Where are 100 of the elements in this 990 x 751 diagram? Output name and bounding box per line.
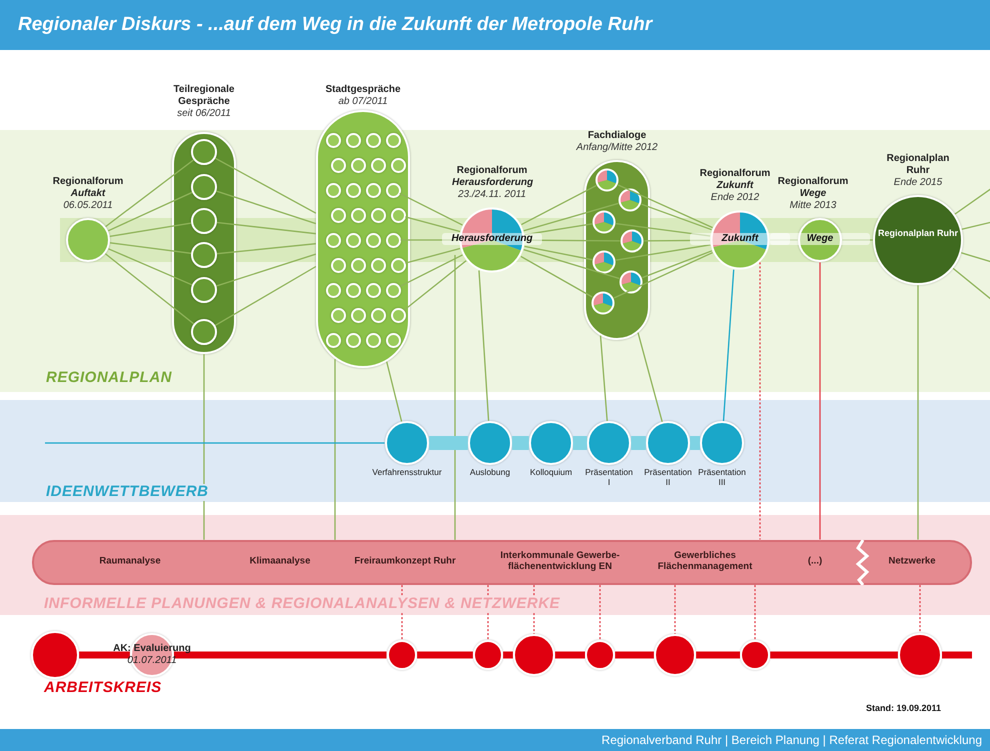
- connector-line: [399, 254, 463, 288]
- connector-line: [203, 354, 205, 540]
- connector-line: [400, 239, 459, 241]
- connector-line: [386, 362, 402, 422]
- connector-line: [454, 255, 456, 540]
- connector-line: [105, 159, 194, 228]
- connector-line: [512, 436, 529, 450]
- connector-line: [696, 652, 740, 658]
- date-label: Mitte 2013: [790, 200, 836, 212]
- band-label: Freiraumkonzept Ruhr: [353, 556, 457, 568]
- connector-line: [524, 202, 619, 232]
- connector-line: [555, 652, 585, 658]
- date-label: ab 07/2011: [338, 96, 388, 108]
- connector-line: [615, 652, 654, 658]
- note: Stand: 19.09.2011: [866, 704, 942, 714]
- connector-line: [405, 216, 460, 232]
- connector-line: [573, 436, 587, 450]
- connector-line: [614, 252, 713, 299]
- connector-line: [399, 192, 463, 226]
- connector-line: [429, 436, 468, 450]
- connector-line: [401, 585, 403, 640]
- connector-line: [174, 652, 386, 658]
- connector-line: [215, 158, 316, 214]
- date-label: Ende 2015: [894, 177, 942, 189]
- connector-line: [674, 585, 676, 634]
- circle-label: Regionalplan Ruhr: [878, 228, 958, 238]
- connector-line: [79, 652, 130, 658]
- connector-line: [215, 266, 316, 326]
- connector-line: [404, 260, 466, 311]
- connector-line: [952, 268, 990, 300]
- connector-line: [842, 239, 873, 241]
- connector-line: [962, 221, 990, 230]
- connector-line: [216, 243, 316, 254]
- connector-line: [631, 436, 646, 450]
- node-label: Präsentation III: [697, 468, 747, 488]
- connector-line: [641, 204, 712, 230]
- connector-line: [487, 585, 489, 640]
- connector-line: [690, 436, 700, 450]
- connector-line: [503, 652, 513, 658]
- connector-line: [954, 187, 990, 215]
- band-label: Netzwerke: [888, 556, 936, 568]
- node-heading: Regionalforum Auftakt: [52, 176, 124, 200]
- connector-line: [216, 190, 316, 224]
- date-label: 01.07.2011: [126, 655, 178, 666]
- lane-title: ARBEITSKREIS: [44, 680, 162, 696]
- node-heading: Regionalforum Herausforderung: [452, 165, 532, 189]
- connector-line: [108, 248, 192, 286]
- node-heading: Fachdialoge: [586, 130, 648, 142]
- connector-line: [919, 585, 921, 633]
- node-label: Präsentation I: [584, 468, 634, 488]
- connector-line: [334, 359, 336, 540]
- connector-line: [942, 652, 972, 658]
- connector-line: [108, 192, 192, 232]
- connector-line: [754, 585, 756, 640]
- connector-line: [405, 248, 460, 264]
- lane-title: INFORMELLE PLANUNGEN & REGIONALANALYSEN & NETZWERKE: [44, 596, 560, 612]
- connector-line: [478, 270, 490, 421]
- node-heading: Regionalplan Ruhr: [886, 153, 950, 177]
- band-label: Klimaanalyse: [248, 556, 312, 568]
- connector-line: [524, 223, 592, 236]
- node-heading: Teilregionale Gespräche: [172, 84, 236, 108]
- node-heading: Stadtgespräche: [324, 84, 402, 96]
- connector-line: [105, 253, 194, 324]
- circle-label: Herausforderung: [442, 233, 542, 244]
- connector-line: [216, 222, 316, 234]
- node-label: Verfahrensstruktur: [371, 468, 443, 478]
- node-label: AK: Evaluierung: [112, 643, 192, 654]
- connector-line: [524, 246, 592, 260]
- band-label: Interkommunale Gewerbe- flächenentwicklung EN: [499, 551, 621, 573]
- connector-line: [917, 285, 919, 540]
- connector-line: [110, 242, 192, 254]
- connector-line: [521, 185, 596, 226]
- connector-line: [533, 585, 535, 634]
- date-label: 06.05.2011: [63, 200, 113, 212]
- connector-line: [417, 652, 473, 658]
- node-heading: Regionalforum Wege: [776, 176, 850, 200]
- connector-line: [618, 184, 713, 228]
- date-label: seit 06/2011: [177, 108, 231, 120]
- connector-line: [520, 256, 593, 298]
- connector-line: [770, 652, 898, 658]
- title: Regionaler Diskurs - ...auf dem Weg in die Zukunft der Metropole Ruhr: [0, 0, 990, 50]
- connector-line: [644, 240, 710, 242]
- circle-label: Wege: [770, 233, 870, 244]
- band-label: (...): [806, 556, 824, 568]
- connector-line: [961, 252, 990, 263]
- connector-line: [600, 336, 608, 421]
- node-label: Präsentation II: [643, 468, 693, 488]
- date-label: Ende 2012: [710, 192, 760, 204]
- band-label: Gewerbliches Flächenmanagement: [656, 551, 754, 573]
- connector-line: [759, 262, 761, 540]
- connector-line: [599, 585, 601, 640]
- connector-line: [110, 222, 192, 238]
- connector-line: [525, 240, 620, 242]
- date-label: Anfang/Mitte 2012: [576, 142, 658, 154]
- connector-line: [45, 442, 385, 444]
- connector-line: [216, 253, 316, 287]
- connector-line: [637, 332, 663, 422]
- lane-title: IDEENWETTBEWERB: [46, 484, 208, 500]
- date-label: 23./24.11. 2011: [458, 189, 526, 201]
- node-label: Kolloquium: [528, 468, 574, 478]
